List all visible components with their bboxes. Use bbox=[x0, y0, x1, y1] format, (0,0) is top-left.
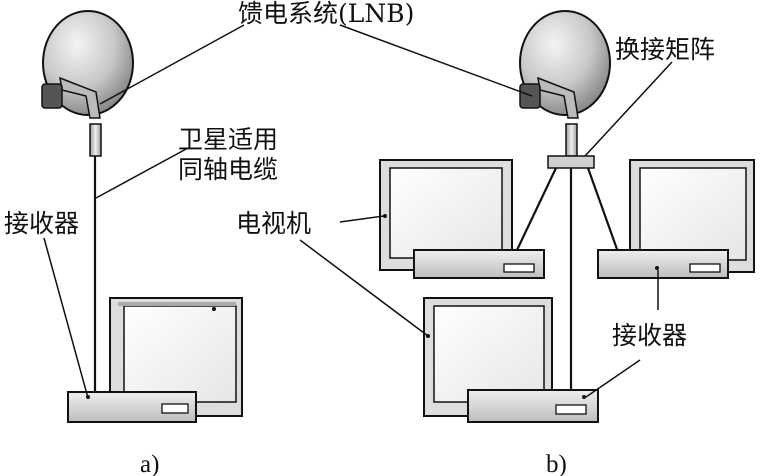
satellite-dish-b bbox=[519, 10, 611, 157]
leader-tv-bottom bbox=[299, 239, 429, 337]
label-switch-matrix: 换接矩阵 bbox=[615, 35, 715, 64]
caption-a: a) bbox=[140, 451, 159, 476]
label-tv: 电视机 bbox=[236, 209, 311, 238]
leader-lnb-b bbox=[339, 24, 533, 97]
label-cable-line1: 卫星适用 bbox=[178, 125, 278, 154]
receiver-box-a bbox=[67, 391, 197, 423]
system-b: 换接矩阵 电视机 接收器 b) bbox=[236, 10, 755, 476]
switch-matrix-box bbox=[547, 155, 595, 169]
leader-switch-matrix bbox=[584, 61, 673, 157]
receiver-box-b-bottom bbox=[467, 389, 599, 423]
label-receiver-b: 接收器 bbox=[612, 321, 687, 350]
coax-cable-b-right bbox=[586, 167, 620, 253]
system-a: 卫星适用 同轴电缆 接收器 a) bbox=[4, 10, 278, 476]
leader-receiver-a bbox=[43, 237, 89, 399]
receiver-box-b-top-left bbox=[413, 249, 545, 279]
leader-tv-top-left bbox=[339, 215, 385, 223]
caption-b: b) bbox=[546, 451, 567, 476]
satellite-dish-a bbox=[41, 10, 134, 157]
label-lnb: 馈电系统(LNB) bbox=[238, 0, 414, 28]
leader-lnb-a bbox=[99, 24, 245, 105]
label-cable-line2: 同轴电缆 bbox=[178, 155, 278, 184]
leader-cable-a bbox=[95, 147, 189, 199]
coax-cable-b-left bbox=[516, 167, 557, 251]
receiver-box-b-top-right bbox=[597, 249, 729, 279]
label-receiver-a: 接收器 bbox=[4, 209, 79, 238]
leader-receiver-b-bottom bbox=[585, 359, 641, 398]
